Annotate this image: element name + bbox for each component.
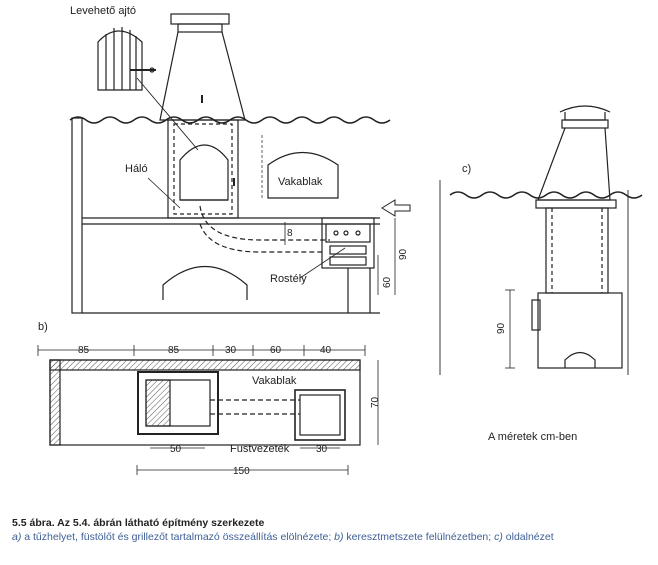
dim-b-top-3: 30	[225, 345, 237, 356]
plan-section-view	[37, 345, 379, 475]
dim-b-50: 50	[170, 444, 182, 455]
dim-a-90: 90	[398, 248, 409, 260]
side-elevation-view	[439, 105, 643, 375]
label-net: Háló	[125, 163, 148, 175]
dim-b-30: 30	[316, 444, 328, 455]
caption-a-marker: a)	[12, 531, 22, 543]
dim-c-90: 90	[496, 322, 507, 334]
dim-a-8: 8	[287, 228, 293, 239]
dim-b-top-1: 85	[78, 345, 90, 356]
caption-c-text: oldalnézet	[502, 531, 554, 543]
drawing-labels: Levehető ajtó Háló Vakablak Rostély b) c…	[38, 5, 577, 477]
label-door: Levehető ajtó	[70, 5, 136, 17]
label-part-c: c)	[462, 163, 471, 175]
dim-b-side: 70	[370, 396, 381, 408]
dim-b-top-4: 60	[270, 345, 282, 356]
label-grate: Rostély	[270, 273, 307, 285]
caption-a-text: a tűzhelyet, füstölőt és grillezőt tarta…	[21, 531, 335, 543]
label-flue: Füstvezeték	[230, 443, 290, 455]
caption-description: a) a tűzhelyet, füstölőt és grillezőt ta…	[12, 530, 652, 544]
dim-b-top-2: 85	[168, 345, 180, 356]
caption-b-text: keresztmetszete felülnézetben;	[343, 531, 495, 543]
dim-b-total: 150	[233, 466, 250, 477]
label-blind-window-b: Vakablak	[252, 375, 297, 387]
caption-title: 5.5 ábra. Az 5.4. ábrán látható építmény…	[12, 517, 265, 529]
label-part-b: b)	[38, 321, 48, 333]
front-elevation-view	[69, 13, 411, 314]
label-blind-window: Vakablak	[278, 176, 323, 188]
caption-c-marker: c)	[494, 531, 503, 543]
caption-b-marker: b)	[334, 531, 344, 543]
label-units-note: A méretek cm-ben	[488, 431, 577, 443]
figure-caption: 5.5 ábra. Az 5.4. ábrán látható építmény…	[12, 516, 652, 544]
dim-b-top-5: 40	[320, 345, 332, 356]
dim-a-60: 60	[382, 276, 393, 288]
